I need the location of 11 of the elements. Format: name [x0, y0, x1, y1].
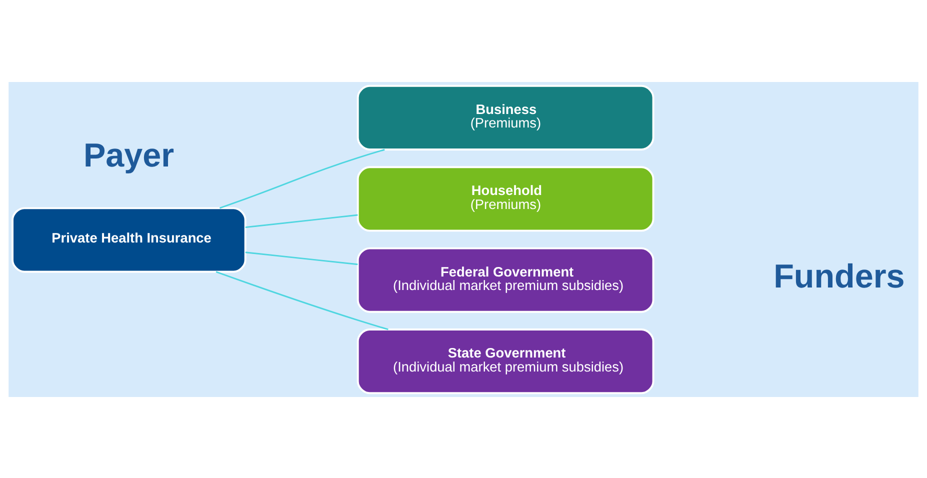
node-box: Private Health Insurance — [12, 206, 246, 272]
connector — [245, 214, 358, 228]
node-box: Federal Government (Individual market premium subsidies) — [356, 246, 654, 312]
label: Funders — [774, 258, 905, 296]
node-box: State Government (Individual market premium subsidies) — [356, 328, 654, 394]
node-box: Household (Premiums) — [356, 166, 654, 232]
connector — [245, 251, 358, 265]
label: Payer — [83, 136, 174, 174]
node-box: Business (Premiums) — [356, 84, 654, 150]
connector — [216, 270, 388, 330]
connector — [219, 148, 385, 208]
